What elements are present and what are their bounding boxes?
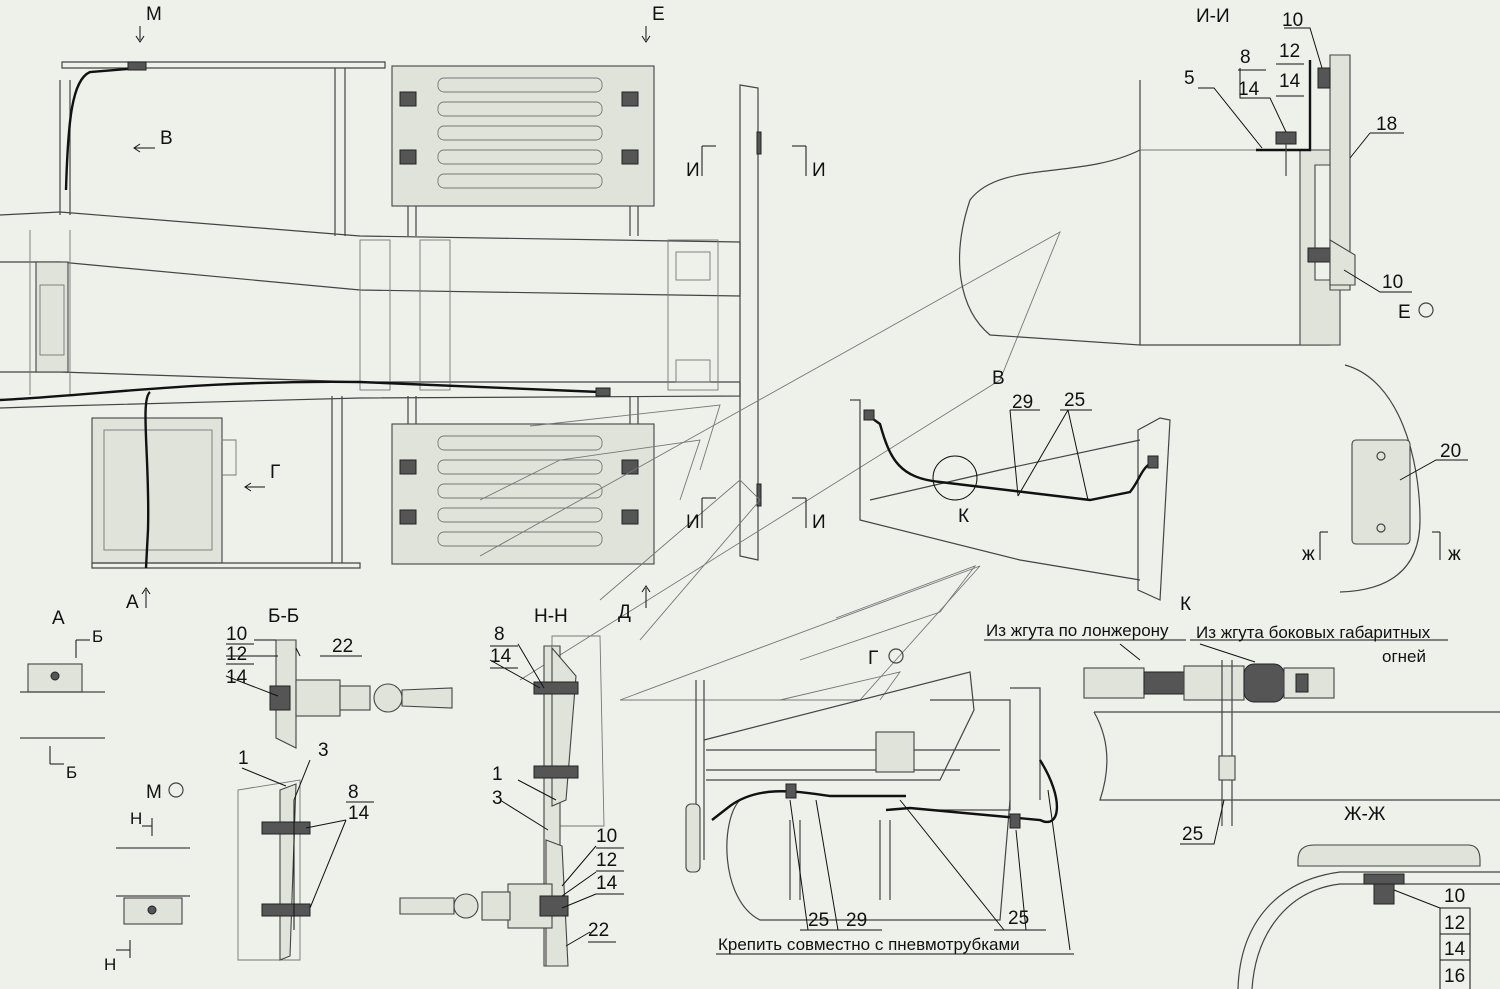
detail-b-k-marker: К xyxy=(958,506,969,527)
callout-zh-14: 14 xyxy=(1444,939,1466,960)
view-circle-e xyxy=(1418,302,1434,318)
callout-ii-5: 5 xyxy=(1184,68,1195,89)
small-view-a: А Б Б xyxy=(20,608,105,782)
callout-bb-14-b: 14 xyxy=(348,803,370,824)
section-title-nn: Н-Н xyxy=(534,606,568,627)
note-mount-with-tubes: Крепить совместно с пневмотрубками xyxy=(718,935,1020,954)
note-from-side-lights-2: огней xyxy=(1382,647,1426,666)
chassis-main-view xyxy=(0,61,1061,701)
detail-title-k: К xyxy=(1180,594,1191,615)
callout-nn-1: 1 xyxy=(492,764,503,785)
callout-ii-10-bottom: 10 xyxy=(1382,272,1403,293)
callout-nn-14: 14 xyxy=(490,646,512,667)
callout-bb-12: 12 xyxy=(226,644,247,665)
callout-zh-10: 10 xyxy=(1444,886,1465,907)
marker-b-top: Б xyxy=(92,627,103,646)
view-label-g: Г xyxy=(868,648,878,669)
marker-e: Е xyxy=(652,4,665,25)
marker-a: А xyxy=(126,592,139,613)
marker-g: Г xyxy=(270,462,280,483)
section-bb: Б-Б 10 12 14 22 1 3 8 14 xyxy=(225,606,453,961)
section-title-ii: И-И xyxy=(1196,6,1230,27)
callout-b-29: 29 xyxy=(1012,392,1033,413)
callout-bb-22-top: 22 xyxy=(332,636,353,657)
callout-zh-16: 16 xyxy=(1444,966,1465,987)
view-g: Г 25 29 25 Крепить совместно с пневмотру… xyxy=(685,648,1074,955)
callout-k-25: 25 xyxy=(1182,824,1203,845)
view-markers: М Е В Г А Д И И И И xyxy=(126,4,826,623)
marker-d: Д xyxy=(618,602,631,623)
section-title-zhzh: Ж-Ж xyxy=(1344,804,1386,825)
view-label-e: Е xyxy=(1398,302,1411,323)
marker-zh-1: ж xyxy=(1302,544,1315,565)
callout-nn-14-b: 14 xyxy=(596,873,618,894)
callout-b-25: 25 xyxy=(1064,390,1085,411)
section-zhzh: Ж-Ж 10 12 14 16 xyxy=(1237,804,1500,989)
callout-ii-14-a: 14 xyxy=(1279,71,1301,92)
detail-k: К Из жгута по лонжерону Из жгута боковых… xyxy=(984,594,1500,845)
plate-view-zh: 20 ж ж xyxy=(1302,364,1468,593)
callout-ii-14-b: 14 xyxy=(1238,79,1260,100)
callout-bb-8: 8 xyxy=(348,782,359,803)
view-label-a: А xyxy=(52,608,65,629)
marker-i-1: И xyxy=(686,160,700,181)
callout-ii-12: 12 xyxy=(1279,41,1300,62)
callout-bb-22-bottom: 22 xyxy=(588,920,609,941)
callout-nn-3: 3 xyxy=(492,788,503,809)
callout-ii-8: 8 xyxy=(1240,47,1251,68)
callout-nn-8: 8 xyxy=(494,624,505,645)
marker-i-2: И xyxy=(812,160,826,181)
callout-zh-12: 12 xyxy=(1444,913,1465,934)
marker-zh-2: ж xyxy=(1448,544,1461,565)
view-circle-g xyxy=(888,648,904,664)
marker-n-top: Н xyxy=(130,809,142,828)
detail-b: В К 29 25 xyxy=(850,368,1171,601)
callout-bottom-25: 25 xyxy=(808,910,829,931)
marker-b: В xyxy=(160,128,173,149)
callout-nn-12: 12 xyxy=(596,850,617,871)
callout-bb-10: 10 xyxy=(226,624,247,645)
section-title-bb: Б-Б xyxy=(268,606,299,627)
note-from-side-lights-1: Из жгута боковых габаритных xyxy=(1196,623,1431,642)
callout-bottom-29: 29 xyxy=(846,910,867,931)
section-ii: И-И 10 12 14 8 14 5 18 10 Е xyxy=(959,6,1434,346)
marker-i-3: И xyxy=(686,512,700,533)
marker-m: М xyxy=(146,4,162,25)
small-view-m: М Н Н xyxy=(104,782,190,974)
view-circle-m xyxy=(168,782,184,798)
detail-title-b: В xyxy=(992,368,1005,389)
marker-b-bottom: Б xyxy=(66,763,77,782)
marker-n-bottom: Н xyxy=(104,955,116,974)
note-from-frame-harness: Из жгута по лонжерону xyxy=(986,621,1169,640)
callout-plate-20: 20 xyxy=(1440,441,1461,462)
callout-bb-1: 1 xyxy=(238,748,249,769)
view-label-m: М xyxy=(146,782,162,803)
callout-bb-14: 14 xyxy=(226,667,248,688)
callout-nn-10: 10 xyxy=(596,826,617,847)
section-nn: Н-Н 8 14 1 3 10 12 14 22 xyxy=(399,606,624,967)
marker-i-4: И xyxy=(812,512,826,533)
callout-bottom-25-b: 25 xyxy=(1008,908,1029,929)
callout-ii-10-top: 10 xyxy=(1282,10,1303,31)
callout-bb-3: 3 xyxy=(318,740,329,761)
callout-ii-18: 18 xyxy=(1376,114,1397,135)
